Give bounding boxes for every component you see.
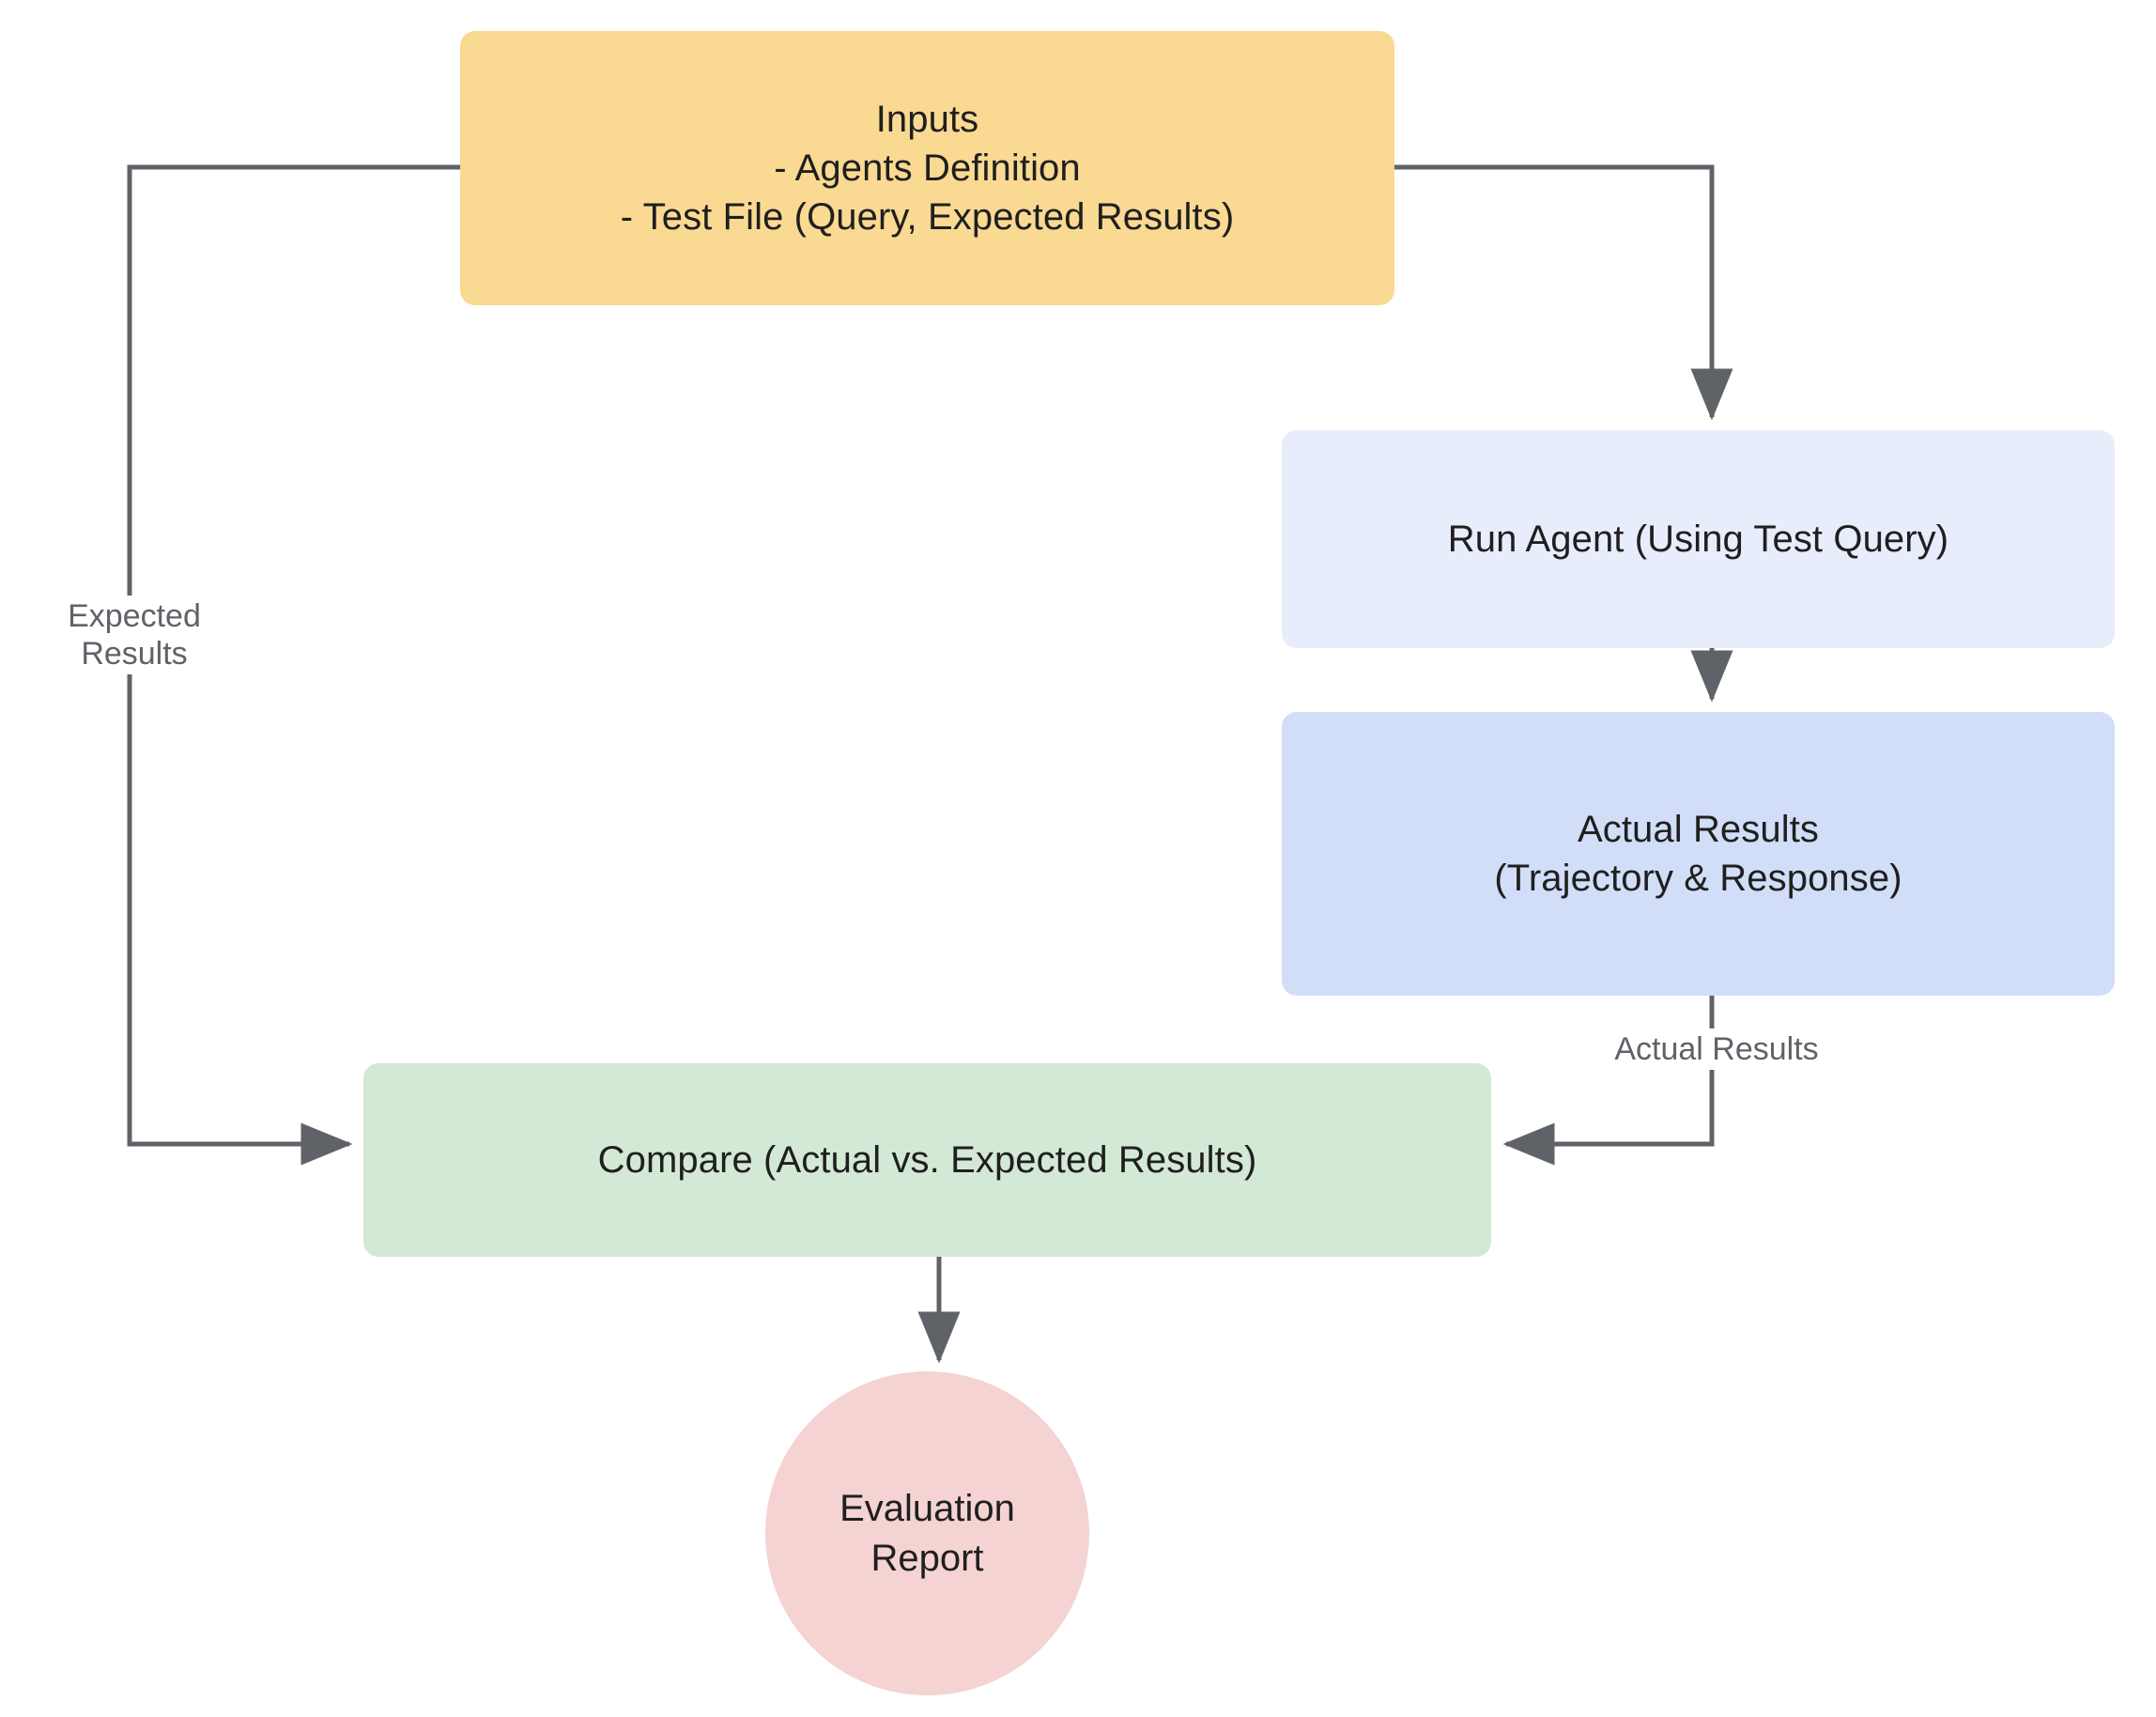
node-evaluation-report[interactable]: Evaluation Report <box>765 1371 1089 1695</box>
edge-inputs-to-run-agent <box>1394 164 1733 421</box>
node-compare[interactable]: Compare (Actual vs. Expected Results) <box>363 1063 1491 1257</box>
edge-label-expected-results: Expected Results <box>21 596 248 675</box>
node-inputs[interactable]: Inputs - Agents Definition - Test File (… <box>460 31 1394 305</box>
edge-label-actual-results: Actual Results <box>1570 1029 1863 1071</box>
node-actual-results[interactable]: Actual Results (Trajectory & Response) <box>1282 712 2115 996</box>
node-run-agent[interactable]: Run Agent (Using Test Query) <box>1282 430 2115 648</box>
